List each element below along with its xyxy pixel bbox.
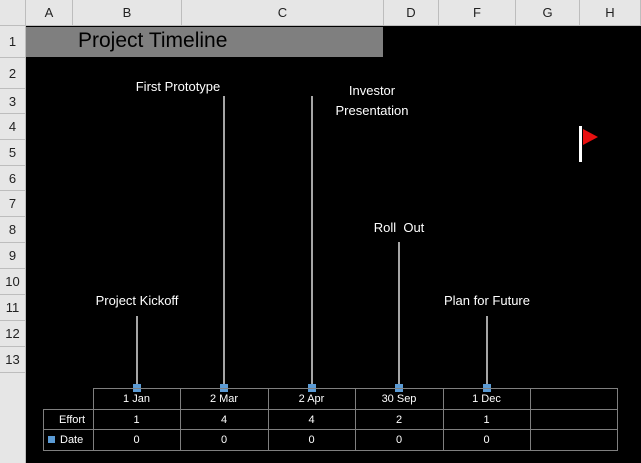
row-header-6[interactable]: 6 bbox=[0, 166, 26, 191]
effort-value: 1 bbox=[133, 414, 140, 426]
table-gridline bbox=[180, 388, 181, 450]
milestone-label[interactable]: Roll Out bbox=[373, 220, 425, 235]
flag-icon bbox=[579, 126, 598, 162]
table-gridline bbox=[43, 450, 618, 451]
effort-value: 2 bbox=[395, 414, 403, 426]
date-tick-label: 30 Sep bbox=[381, 393, 417, 405]
column-header-d[interactable]: D bbox=[384, 0, 439, 26]
table-gridline bbox=[43, 409, 618, 410]
date-tick-label: 2 Mar bbox=[209, 393, 239, 405]
row-header-9[interactable]: 9 bbox=[0, 243, 26, 269]
column-header-a[interactable]: A bbox=[26, 0, 73, 26]
row-header-7[interactable]: 7 bbox=[0, 191, 26, 217]
row-header-area bbox=[0, 373, 26, 463]
date-value: 0 bbox=[308, 434, 315, 446]
milestone-label[interactable]: First Prototype bbox=[135, 79, 221, 94]
date-tick-label: 1 Jan bbox=[123, 393, 150, 405]
table-gridline bbox=[443, 388, 444, 450]
row-header-10[interactable]: 10 bbox=[0, 269, 26, 295]
milestone-stem bbox=[486, 316, 488, 388]
row-header-12[interactable]: 12 bbox=[0, 321, 26, 347]
column-header-c[interactable]: C bbox=[182, 0, 384, 26]
milestone-stem bbox=[398, 242, 400, 388]
milestone-label[interactable]: Plan for Future bbox=[444, 293, 530, 308]
table-gridline bbox=[93, 388, 94, 450]
row-header-5[interactable]: 5 bbox=[0, 140, 26, 166]
row-header-8[interactable]: 8 bbox=[0, 217, 26, 243]
table-gridline bbox=[43, 429, 618, 430]
date-tick-label: 1 Dec bbox=[472, 393, 501, 405]
legend-swatch-icon bbox=[48, 436, 55, 443]
select-all-corner[interactable] bbox=[0, 0, 26, 26]
table-gridline bbox=[355, 388, 356, 450]
effort-value: 4 bbox=[308, 414, 315, 426]
effort-value: 1 bbox=[483, 414, 490, 426]
milestone-stem bbox=[136, 316, 138, 388]
table-gridline bbox=[617, 388, 618, 450]
row-header-2[interactable]: 2 bbox=[0, 58, 26, 89]
date-value: 0 bbox=[133, 434, 140, 446]
milestone-label[interactable]: Project Kickoff bbox=[95, 293, 179, 308]
row-header-3[interactable]: 3 bbox=[0, 89, 26, 114]
date-value: 0 bbox=[395, 434, 403, 446]
date-row-label-text: Date bbox=[60, 434, 84, 446]
table-gridline bbox=[268, 388, 269, 450]
row-header-1[interactable]: 1 bbox=[0, 26, 26, 58]
table-gridline bbox=[43, 409, 44, 450]
column-header-g[interactable]: G bbox=[516, 0, 580, 26]
column-header-h[interactable]: H bbox=[580, 0, 641, 26]
date-value: 0 bbox=[483, 434, 490, 446]
page-title: Project Timeline bbox=[78, 29, 228, 52]
column-header-b[interactable]: B bbox=[73, 0, 182, 26]
row-header-13[interactable]: 13 bbox=[0, 347, 26, 373]
milestone-label[interactable]: Investor Presentation bbox=[335, 83, 409, 118]
table-gridline bbox=[530, 388, 531, 450]
row-header-11[interactable]: 11 bbox=[0, 295, 26, 321]
date-tick-label: 2 Apr bbox=[298, 393, 325, 405]
milestone-stem bbox=[223, 96, 225, 388]
effort-row-label: Effort bbox=[59, 414, 86, 426]
milestone-stem bbox=[311, 96, 313, 388]
column-header-f[interactable]: F bbox=[439, 0, 516, 26]
date-value: 0 bbox=[220, 434, 228, 446]
date-row-label: Date bbox=[48, 434, 83, 446]
effort-value: 4 bbox=[220, 414, 228, 426]
row-header-4[interactable]: 4 bbox=[0, 114, 26, 140]
title-cell[interactable] bbox=[26, 27, 383, 57]
